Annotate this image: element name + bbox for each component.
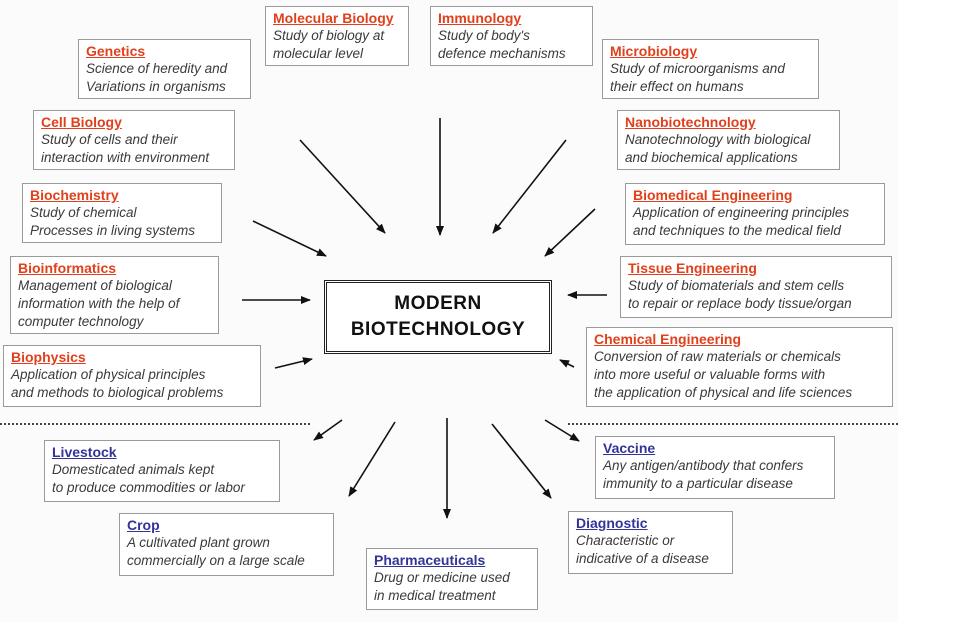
box-description: Study of biology at molecular level xyxy=(273,28,385,61)
box-description: Study of biomaterials and stem cells to … xyxy=(628,278,852,311)
arrow-to-livestock xyxy=(313,419,343,441)
box-title: Chemical Engineering xyxy=(594,331,742,347)
box-description: Study of cells and their interaction wit… xyxy=(41,132,210,165)
box-pharmaceuticals: Pharmaceuticals Drug or medicine used in… xyxy=(366,548,538,610)
center-title-line1: MODERN xyxy=(394,293,482,314)
box-description: A cultivated plant grown commercially on… xyxy=(127,535,305,568)
box-title: Microbiology xyxy=(610,43,698,59)
box-description: Conversion of raw materials or chemicals… xyxy=(594,349,853,400)
box-description: Study of microorganisms and their effect… xyxy=(610,61,785,94)
box-description: Any antigen/antibody that confers immuni… xyxy=(603,458,804,491)
box-description: Nanotechnology with biological and bioch… xyxy=(625,132,811,165)
box-title: Vaccine xyxy=(603,440,656,456)
box-cell-biology: Cell Biology Study of cells and their in… xyxy=(33,110,235,170)
box-title: Molecular Biology xyxy=(273,10,394,26)
box-description: Study of chemical Processes in living sy… xyxy=(30,205,196,238)
divider-left xyxy=(0,423,310,425)
box-bioinformatics: Bioinformatics Management of biological … xyxy=(10,256,219,334)
arrow-from-biomedical-engineering xyxy=(544,208,596,257)
box-genetics: Genetics Science of heredity and Variati… xyxy=(78,39,251,99)
box-title: Biophysics xyxy=(11,349,86,365)
box-tissue-engineering: Tissue Engineering Study of biomaterials… xyxy=(620,256,892,318)
box-biophysics: Biophysics Application of physical princ… xyxy=(3,345,261,407)
arrow-to-diagnostic xyxy=(491,423,552,499)
center-title-line2: BIOTECHNOLOGY xyxy=(350,319,526,340)
box-description: Characteristic or indicative of a diseas… xyxy=(576,533,709,566)
box-description: Application of engineering principles an… xyxy=(633,205,850,238)
box-title: Bioinformatics xyxy=(18,260,117,276)
box-description: Drug or medicine used in medical treatme… xyxy=(374,570,510,603)
box-title: Biomedical Engineering xyxy=(633,187,793,203)
box-title: Cell Biology xyxy=(41,114,122,130)
box-chemical-engineering: Chemical Engineering Conversion of raw m… xyxy=(586,327,893,407)
box-title: Immunology xyxy=(438,10,522,26)
box-vaccine: Vaccine Any antigen/antibody that confer… xyxy=(595,436,835,499)
box-title: Tissue Engineering xyxy=(628,260,757,276)
center-box-modern-biotechnology: MODERN BIOTECHNOLOGY xyxy=(324,280,552,354)
box-molecular-biology: Molecular Biology Study of biology at mo… xyxy=(265,6,409,66)
divider-right xyxy=(568,423,898,425)
box-description: Study of body's defence mechanisms xyxy=(438,28,566,61)
box-title: Diagnostic xyxy=(576,515,648,531)
arrow-from-biophysics xyxy=(274,357,313,369)
right-margin xyxy=(898,0,955,622)
box-biomedical-engineering: Biomedical Engineering Application of en… xyxy=(625,183,885,245)
box-crop: Crop A cultivated plant grown commercial… xyxy=(119,513,334,576)
box-biochemistry: Biochemistry Study of chemical Processes… xyxy=(22,183,222,243)
box-diagnostic: Diagnostic Characteristic or indicative … xyxy=(568,511,733,574)
box-title: Crop xyxy=(127,517,160,533)
box-title: Genetics xyxy=(86,43,146,59)
box-livestock: Livestock Domesticated animals kept to p… xyxy=(44,440,280,502)
arrow-to-crop xyxy=(348,421,396,497)
box-description: Science of heredity and Variations in or… xyxy=(86,61,228,94)
arrow-from-microbiology xyxy=(492,139,567,234)
box-title: Nanobiotechnology xyxy=(625,114,756,130)
box-description: Application of physical principles and m… xyxy=(11,367,224,400)
box-nanobiotechnology: Nanobiotechnology Nanotechnology with bi… xyxy=(617,110,840,170)
arrow-from-genetics xyxy=(299,139,386,234)
box-title: Livestock xyxy=(52,444,117,460)
box-microbiology: Microbiology Study of microorganisms and… xyxy=(602,39,819,99)
diagram-canvas: Molecular Biology Study of biology at mo… xyxy=(0,6,898,610)
box-description: Management of biological information wit… xyxy=(18,278,180,329)
box-immunology: Immunology Study of body's defence mecha… xyxy=(430,6,593,66)
arrow-from-chemical-engineering xyxy=(559,359,575,368)
box-title: Biochemistry xyxy=(30,187,119,203)
box-description: Domesticated animals kept to produce com… xyxy=(52,462,245,495)
box-title: Pharmaceuticals xyxy=(374,552,486,568)
arrow-from-biochemistry xyxy=(252,220,327,257)
